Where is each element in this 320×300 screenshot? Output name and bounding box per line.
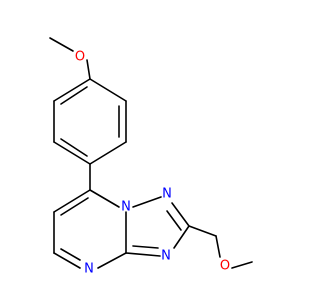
molecule-canvas: O N N N N O [49,37,253,277]
bond-n4-c3a [97,252,127,269]
atom-o-top: O [75,50,85,65]
bond-c5-n4-inner [60,248,81,261]
bond-n1-n2 [132,196,162,208]
atom-n-bridge: N [121,200,131,215]
bond-n3-c3a-inner [132,245,159,249]
bond-phenyl-3 [89,141,127,165]
bond-c7-c6 [53,189,91,213]
atom-labels: O N N N N O [75,50,230,277]
bond-n2-c2-inner [166,210,182,231]
bond-c5-n4 [53,252,81,269]
bond-o-top-aryl [86,59,91,80]
bond-phenyl-1 [89,78,127,102]
bond-c7-c6-inner [60,197,89,216]
bond-c2-ch2 [188,225,217,237]
bond-phenyl-4 [53,141,91,165]
bond-ch2-o [215,235,221,258]
bond-c7-n1 [89,189,120,208]
bond-phenyl-inner-3 [60,86,88,105]
bond-o-methyl [231,261,253,269]
bond-phenyl-inner-2 [60,138,88,157]
bond-methyl-o-top [49,37,74,52]
atom-n-triazole-bottom: N [161,249,171,264]
atom-n-pyrimidine: N [84,262,94,277]
bond-n2-c2 [171,202,190,227]
atom-o-ether: O [220,259,230,274]
bonds [49,37,253,269]
bond-n3-c3a [125,252,161,257]
molecule-structure: O N N N N O [49,37,253,277]
atom-n-triazole-right: N [162,187,172,202]
bond-phenyl-6 [53,78,91,102]
bond-c2-n3 [173,225,190,249]
